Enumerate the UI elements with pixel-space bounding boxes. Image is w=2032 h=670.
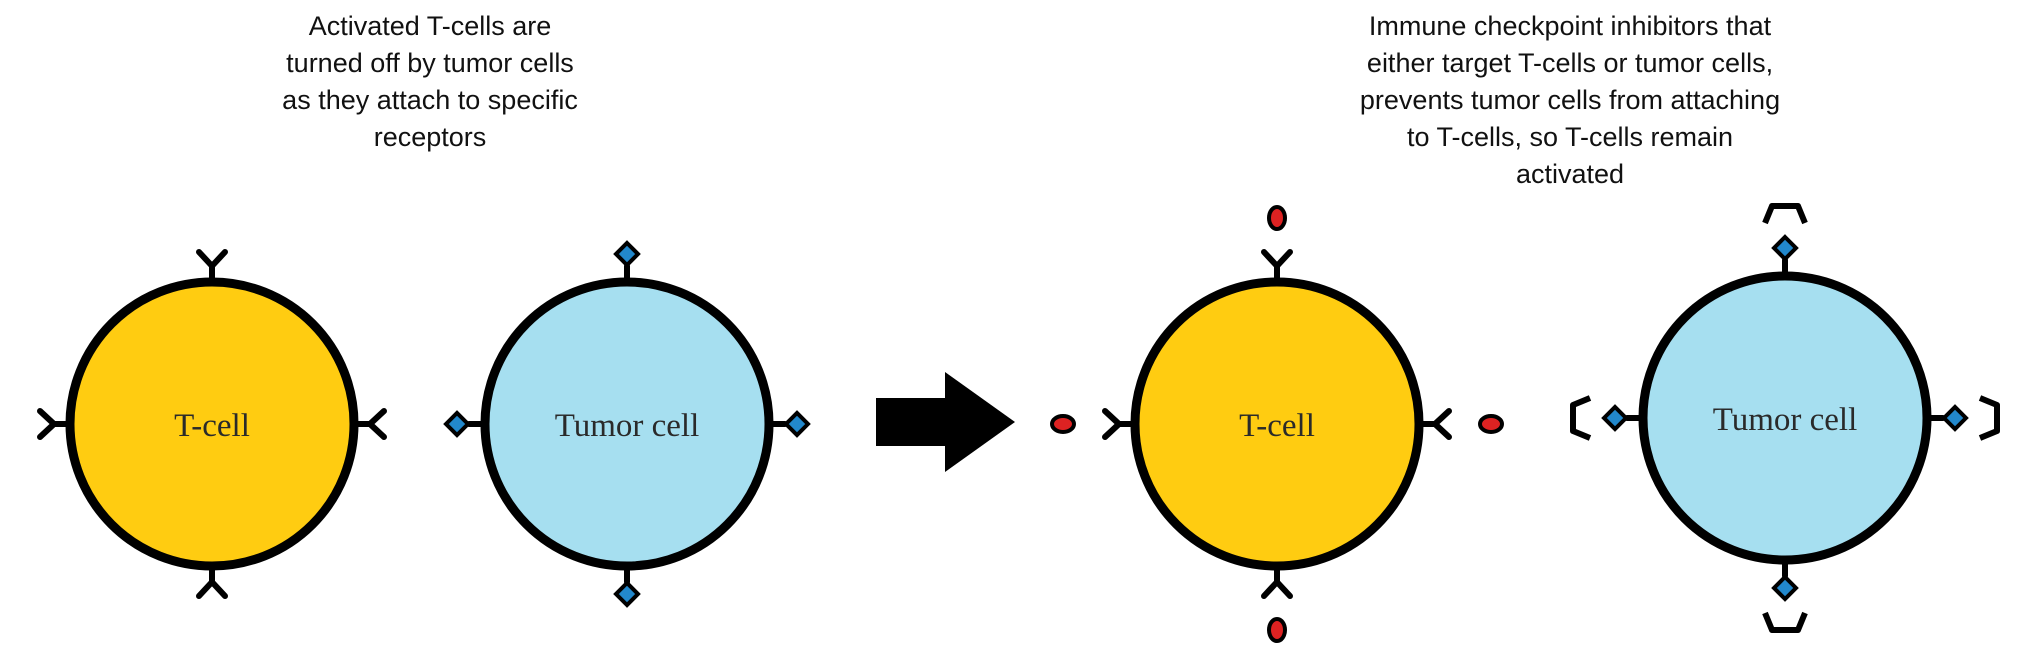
- tcell-right-label: T-cell: [1239, 408, 1315, 444]
- bracket-inhibitor-icon: [1765, 206, 1805, 223]
- caption-right-line-2: either target T-cells or tumor cells,: [1366, 48, 1774, 78]
- y-receptor-icon: [1105, 411, 1135, 437]
- tumor-cell-left: Tumor cell: [480, 277, 774, 571]
- diamond-ligand-icon: [1604, 407, 1643, 429]
- caption-left-line-2: turned off by tumor cells: [286, 48, 574, 78]
- y-receptor-icon: [354, 411, 384, 437]
- diamond-ligand-icon: [616, 243, 638, 282]
- caption-left-line-3: as they attach to specific: [282, 85, 578, 115]
- caption-right-line-5: activated: [1515, 159, 1625, 189]
- oval-inhibitor-icon: [1050, 414, 1076, 434]
- oval-inhibitor-icon: [1267, 617, 1287, 643]
- tumor-cell-left-label: Tumor cell: [555, 408, 700, 444]
- oval-inhibitor-icon: [1267, 205, 1287, 231]
- caption-left-line-1: Activated T-cells are: [308, 11, 552, 41]
- bracket-inhibitor-icon: [1980, 398, 1997, 438]
- caption-right-line-1: Immune checkpoint inhibitors that: [1368, 11, 1772, 41]
- diamond-ligand-icon: [1927, 407, 1966, 429]
- tumor-cell-right: Tumor cell: [1638, 271, 1932, 565]
- bracket-inhibitor-icon: [1573, 398, 1590, 438]
- tcell-right: T-cell: [1130, 277, 1424, 571]
- tcell-left: T-cell: [65, 277, 359, 571]
- caption-right-line-4: to T-cells, so T-cells remain: [1406, 122, 1734, 152]
- caption-left: Activated T-cells are turned off by tumo…: [230, 8, 630, 156]
- y-receptor-icon: [1419, 411, 1449, 437]
- oval-inhibitor-icon: [1478, 414, 1504, 434]
- right-arrow-icon: [876, 372, 1015, 472]
- y-receptor-icon: [40, 411, 70, 437]
- y-receptor-icon: [199, 566, 225, 596]
- y-receptor-icon: [199, 252, 225, 282]
- diamond-ligand-icon: [1774, 237, 1796, 276]
- caption-right-line-3: prevents tumor cells from attaching: [1359, 85, 1781, 115]
- tcell-left-label: T-cell: [174, 408, 250, 444]
- y-receptor-icon: [1264, 252, 1290, 282]
- diamond-ligand-icon: [446, 413, 485, 435]
- y-receptor-icon: [1264, 566, 1290, 596]
- diamond-ligand-icon: [616, 566, 638, 605]
- diamond-ligand-icon: [769, 413, 808, 435]
- caption-right: Immune checkpoint inhibitors that either…: [1320, 8, 1820, 193]
- bracket-inhibitor-icon: [1765, 613, 1805, 630]
- diamond-ligand-icon: [1774, 560, 1796, 599]
- tumor-cell-right-label: Tumor cell: [1713, 402, 1858, 438]
- caption-left-line-4: receptors: [373, 122, 487, 152]
